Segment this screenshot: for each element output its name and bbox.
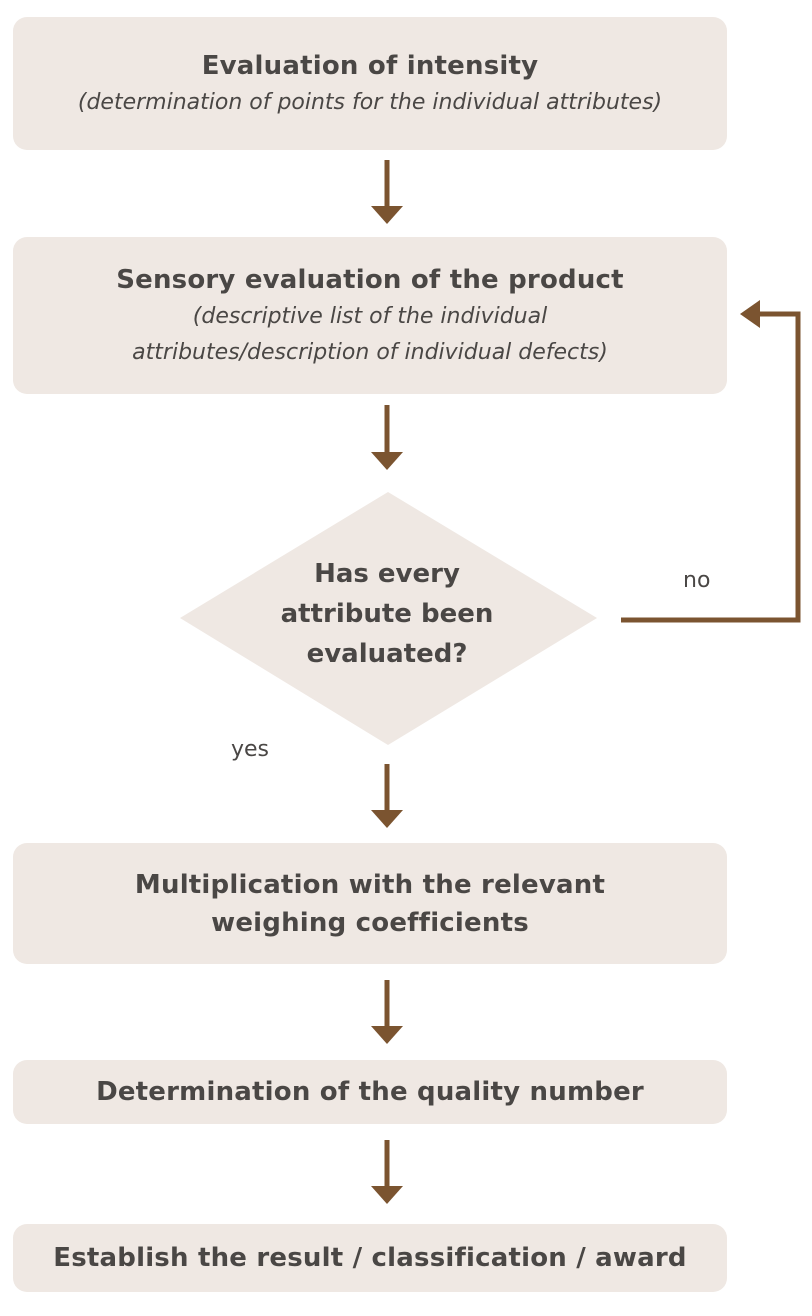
step-2-title: Sensory evaluation of the product	[116, 264, 624, 295]
step-2-subtitle: (descriptive list of the individual attr…	[132, 303, 608, 365]
decision-question: Has every attribute been evaluated?	[280, 559, 494, 669]
step-multiplication: Multiplication with the relevant weighin…	[13, 843, 727, 964]
arrow-step4-to-step5	[371, 1140, 403, 1204]
arrow-no-loop-to-step2	[621, 300, 801, 623]
arrow-step2-to-decision	[371, 405, 403, 470]
arrow-yes-to-step3	[371, 764, 403, 828]
step-sensory-evaluation: Sensory evaluation of the product (descr…	[13, 237, 727, 394]
step-quality-number: Determination of the quality number	[13, 1060, 727, 1124]
branch-label-no: no	[683, 568, 711, 593]
arrow-step1-to-step2	[371, 160, 403, 224]
step-establish-result: Establish the result / classification / …	[13, 1224, 727, 1292]
step-5-title: Establish the result / classification / …	[53, 1243, 687, 1273]
step-1-subtitle: (determination of points for the individ…	[77, 89, 663, 115]
step-evaluation-of-intensity: Evaluation of intensity (determination o…	[13, 17, 727, 150]
branch-label-yes: yes	[231, 737, 270, 762]
step-3-title: Multiplication with the relevant weighin…	[134, 869, 606, 938]
arrow-step3-to-step4	[371, 980, 403, 1044]
step-1-title: Evaluation of intensity	[201, 50, 539, 81]
decision-diamond	[180, 492, 597, 745]
step-4-title: Determination of the quality number	[96, 1077, 644, 1107]
